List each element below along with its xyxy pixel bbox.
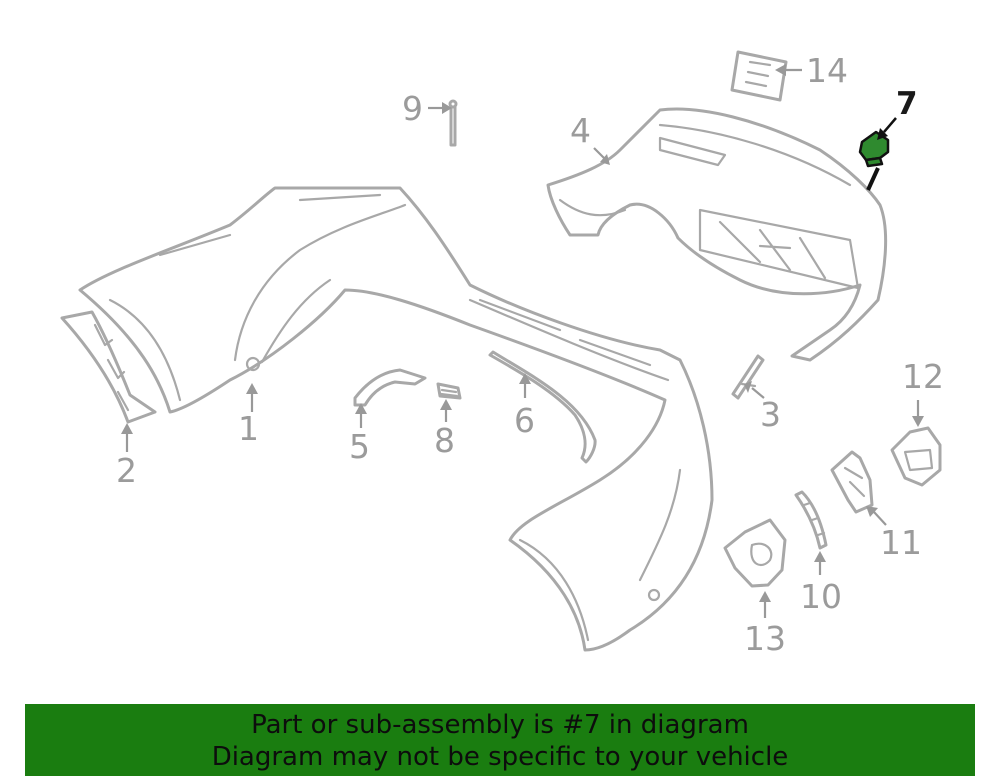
callout-label-13: 13: [744, 619, 786, 658]
part-6-trim-strip: [488, 350, 597, 464]
callout-label-7: 7: [896, 86, 918, 122]
callout-label-6: 6: [514, 401, 535, 440]
info-banner: Part or sub-assembly is #7 in diagram Di…: [25, 704, 975, 776]
callout-label-11: 11: [880, 523, 922, 562]
callout-label-2: 2: [116, 451, 137, 490]
callout-7: 7: [877, 86, 918, 140]
callout-13: 13: [744, 591, 786, 658]
callout-label-4: 4: [570, 111, 591, 150]
part-12-cover: [890, 426, 942, 487]
part-11-bracket: [830, 450, 874, 514]
part-2-side-bracket: [60, 310, 157, 424]
part-5-bracket: [353, 368, 427, 407]
callout-label-3: 3: [760, 395, 781, 434]
callout-label-5: 5: [349, 427, 370, 466]
callout-label-12: 12: [902, 357, 944, 396]
callout-12: 12: [902, 357, 944, 427]
callout-label-10: 10: [800, 577, 842, 616]
parts-diagram: 1 2 3 4 5 6 7 8 9 10: [60, 50, 944, 658]
callout-9: 9: [402, 89, 452, 128]
part-1-bumper-cover: [78, 186, 714, 652]
callout-label-9: 9: [402, 89, 423, 128]
callout-10: 10: [800, 551, 842, 616]
part-4-valance: [546, 107, 888, 362]
callout-label-14: 14: [806, 51, 848, 90]
part-8-clip: [436, 382, 462, 400]
callout-4: 4: [570, 111, 610, 165]
callout-label-1: 1: [238, 409, 259, 448]
part-10-reflector: [794, 490, 828, 550]
banner-line-disclaimer: Diagram may not be specific to your vehi…: [211, 742, 789, 772]
callout-label-8: 8: [434, 421, 455, 460]
callout-1: 1: [238, 383, 259, 448]
banner-line-part: Part or sub-assembly is #7 in diagram: [251, 710, 749, 740]
callout-3: 3: [744, 381, 781, 434]
part-14-plate: [730, 50, 788, 102]
callout-6: 6: [514, 373, 535, 440]
part-13-hitch-cover: [723, 518, 787, 588]
callout-8: 8: [434, 399, 455, 460]
part-7-sensor-highlighted: [858, 130, 890, 191]
callout-5: 5: [349, 403, 370, 466]
callout-11: 11: [866, 506, 922, 562]
callout-2: 2: [116, 423, 137, 490]
callout-14: 14: [775, 51, 848, 90]
part-9-screw: [448, 99, 458, 147]
